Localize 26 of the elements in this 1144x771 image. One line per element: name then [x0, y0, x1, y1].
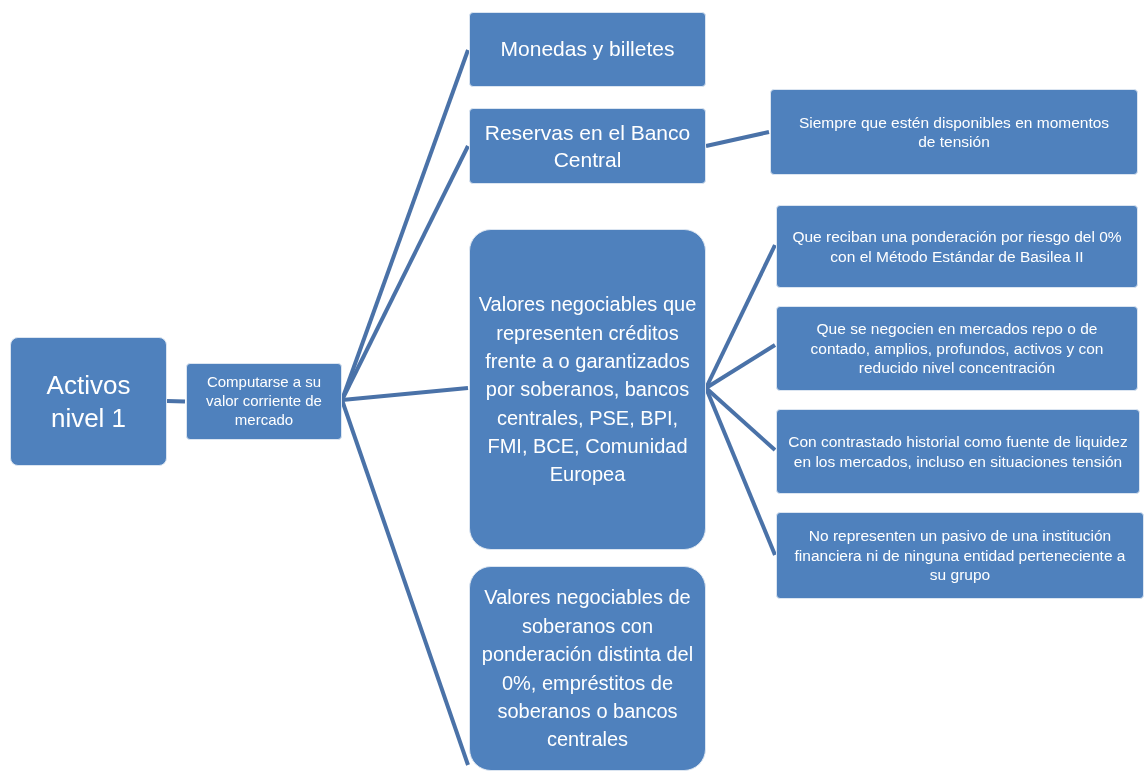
text-box [776, 306, 1138, 391]
text-box [469, 108, 706, 184]
node-text: Valores negociables que representen créditos frente a o garantizados por soberanos, bancos centrales, PSE, BPI, FMI, BCE, Comunidad Europea [478, 292, 697, 488]
text-box [776, 409, 1140, 494]
text-box [770, 89, 1138, 175]
node-text: Activos nivel 1 [45, 369, 132, 434]
connector-line [341, 386, 469, 402]
node-text: Monedas y billetes [500, 36, 675, 63]
text-box [469, 229, 706, 550]
text-box [776, 512, 1144, 599]
node-text: Reservas en el Banco Central [483, 119, 692, 173]
text-box [469, 566, 706, 771]
node-text: Siempre que estén disponibles en momentos de tensión [797, 112, 1111, 152]
connector-line [340, 399, 470, 766]
connector-line [705, 130, 770, 148]
text-box [10, 337, 167, 466]
node-text: Valores negociables de soberanos con ponderación distinta del 0%, empréstitos de soberanos o bancos centrales [480, 585, 695, 753]
node-text: Que reciban una ponderación por riesgo del 0% con el Método Estándar de Basilea II [791, 227, 1123, 266]
node-text: No representen un pasivo de una institución financiera ni de ninguna entidad perteneciente a su grupo [793, 526, 1127, 585]
connector-line [166, 399, 186, 404]
text-box [776, 205, 1138, 288]
node-text: Que se negocien en mercados repo o de contado, amplios, profundos, activos y con reducido nivel concentración [809, 319, 1105, 378]
text-box [186, 363, 342, 440]
node-text: Computarse a su valor corriente de mercado [205, 373, 323, 430]
node-text: Con contrastado historial como fuente de liquidez en los mercados, incluso en situaciones tensión [787, 432, 1129, 471]
text-box [469, 12, 706, 87]
